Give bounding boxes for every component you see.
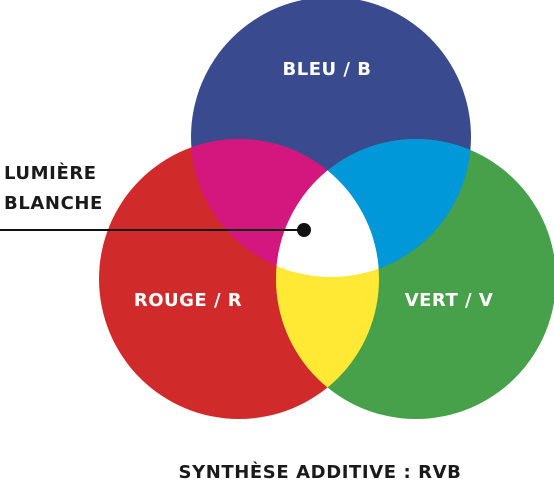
white-light-label-line1: LUMIÈRE [4,162,97,184]
diagram-caption: SYNTHÈSE ADDITIVE : RVB [179,461,462,483]
blue-circle-label: BLEU / B [283,59,372,80]
white-light-label-line2: BLANCHE [4,193,103,214]
green-circle-label: VERT / V [405,290,494,311]
magenta-overlap [191,139,379,277]
red-circle-label: ROUGE / R [134,290,242,311]
center-pointer-dot [297,223,311,237]
